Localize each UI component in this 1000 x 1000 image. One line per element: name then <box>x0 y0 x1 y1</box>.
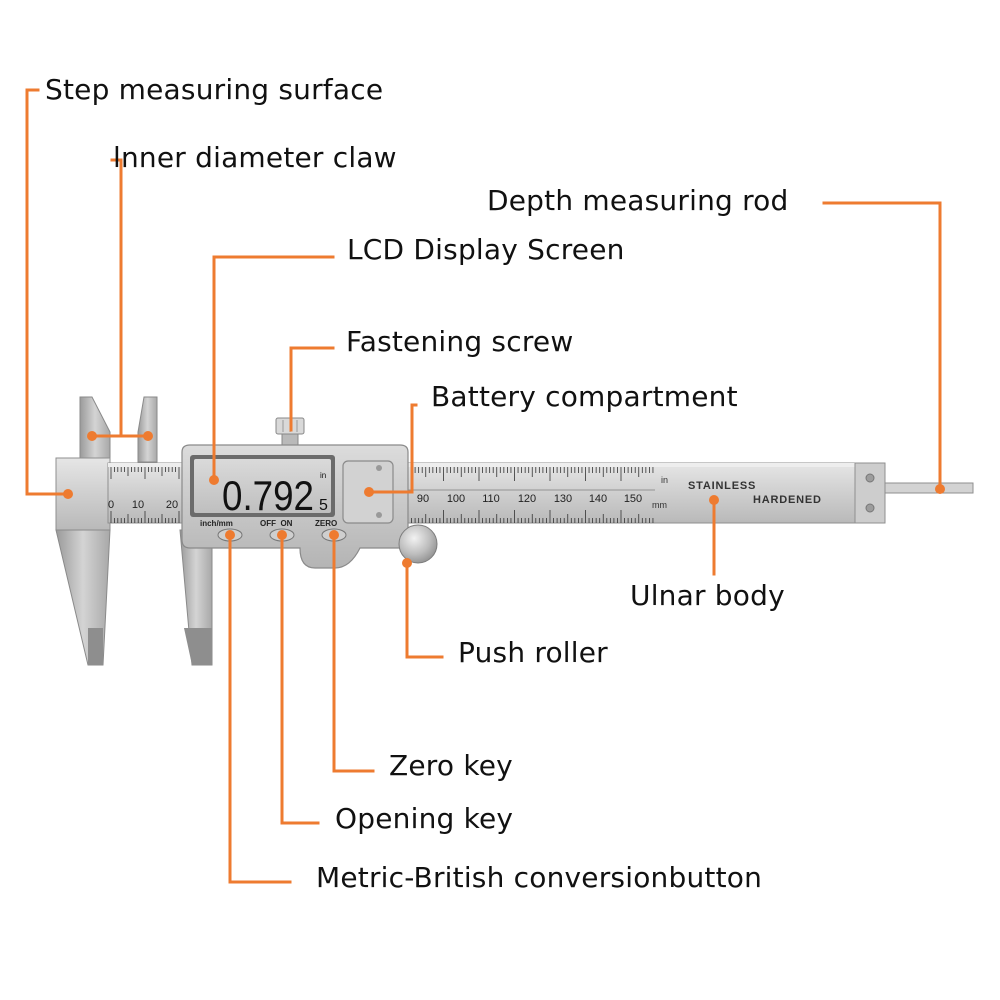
scale-numbers-left: 0 10 20 <box>108 499 178 511</box>
inch-mm-label: inch/mm <box>200 519 233 528</box>
depth-rod-dot <box>935 484 945 494</box>
label-step-measuring-surface: Step measuring surface <box>45 73 384 106</box>
sliding-jaw <box>179 529 213 666</box>
fixed-jaw <box>55 457 111 666</box>
lcd-reading: 0.792 <box>222 472 314 519</box>
step-surface-leader <box>25 88 70 496</box>
label-ulnar-body: Ulnar body <box>630 579 785 612</box>
label-conversion-button: Metric-British conversionbutton <box>316 861 763 894</box>
conversion-button-leader <box>228 533 292 884</box>
depth-rod-leader <box>822 201 942 491</box>
fastening-screw-leader <box>289 346 335 432</box>
label-push-roller: Push roller <box>458 636 608 669</box>
label-lcd-display-screen: LCD Display Screen <box>347 233 625 266</box>
inner-diameter-claws <box>79 396 158 463</box>
scale-number: 110 <box>482 493 500 505</box>
label-depth-measuring-rod: Depth measuring rod <box>487 184 789 217</box>
scale-number: 90 <box>417 493 429 505</box>
push-roller-dot <box>402 558 412 568</box>
inner-claw-leader <box>110 158 123 438</box>
label-inner-diameter-claw: lnner diameter claw <box>113 141 397 174</box>
label-fastening-screw: Fastening screw <box>346 325 574 358</box>
lcd-dot <box>209 475 219 485</box>
push-roller-leader <box>405 561 444 659</box>
unit-in-label: in <box>661 475 668 485</box>
claw-left-dot <box>87 431 97 441</box>
hardened-text: HARDENED <box>753 494 822 506</box>
callout-dots <box>63 431 945 568</box>
ulnar-body-dot <box>709 495 719 505</box>
unit-mm-label: mm <box>652 500 667 510</box>
scale-number: 100 <box>447 493 465 505</box>
scale-number: 120 <box>518 493 536 505</box>
scale-number: 0 <box>108 499 114 511</box>
zero-key-dot <box>329 530 339 540</box>
opening-key-leader <box>280 533 320 825</box>
scale-numbers-right: 90 100 110 120 130 140 150 <box>417 493 642 505</box>
opening-key-dot <box>277 530 287 540</box>
scale-number: 140 <box>589 493 607 505</box>
zero-key-leader <box>332 533 375 773</box>
label-zero-key: Zero key <box>389 749 513 782</box>
label-opening-key: Opening key <box>335 802 514 835</box>
off-on-label: OFF ON <box>260 519 293 528</box>
scale-number: 10 <box>132 499 144 511</box>
conversion-button-dot <box>225 530 235 540</box>
lcd-display-screen: 0.792 5 in <box>190 455 335 519</box>
scale-ticks <box>110 467 655 523</box>
battery-leader <box>367 403 418 494</box>
scale-number: 20 <box>166 499 178 511</box>
zero-label: ZERO <box>315 519 337 528</box>
stainless-text: STAINLESS <box>688 480 756 492</box>
push-roller <box>398 524 438 564</box>
claw-right-dot <box>143 431 153 441</box>
callout-lines <box>25 88 942 884</box>
scale-number: 130 <box>554 493 572 505</box>
lcd-fraction: 5 <box>319 497 328 514</box>
step-surface-dot <box>63 489 73 499</box>
scale-number: 150 <box>624 493 642 505</box>
battery-dot <box>364 487 374 497</box>
lcd-leader <box>212 255 335 482</box>
lcd-unit: in <box>320 471 326 480</box>
label-battery-compartment: Battery compartment <box>431 380 738 413</box>
